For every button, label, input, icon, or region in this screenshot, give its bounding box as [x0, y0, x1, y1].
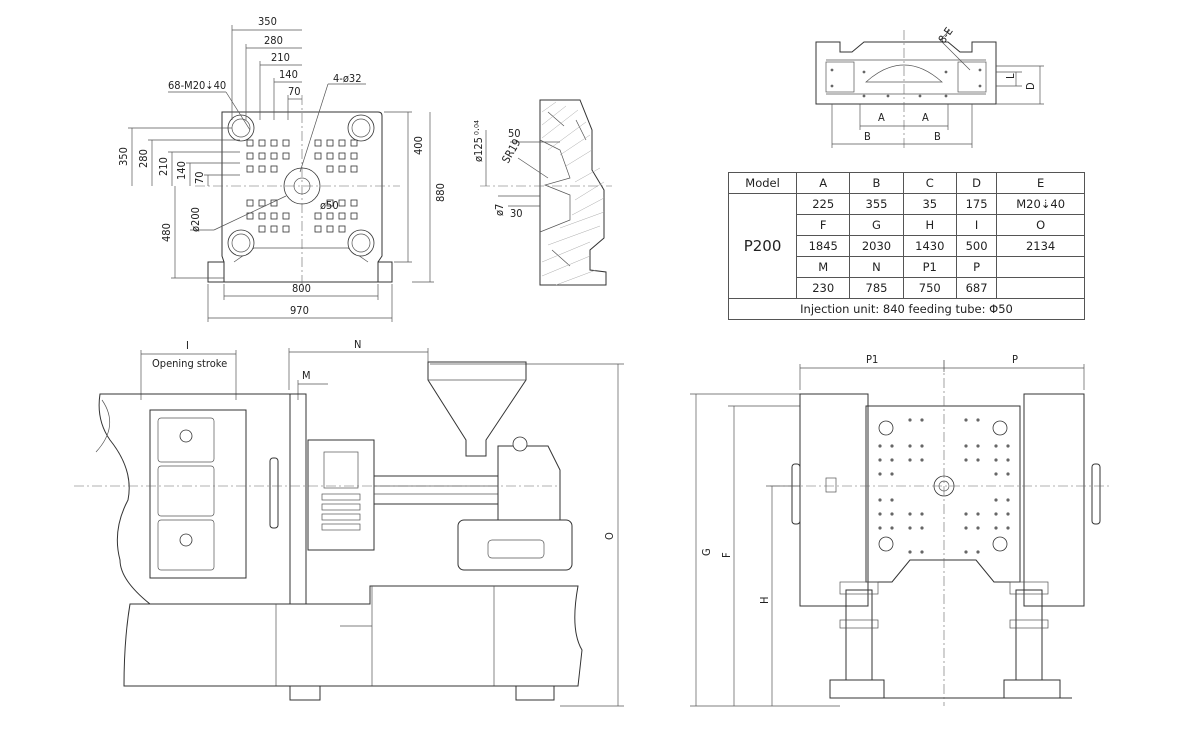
dim-i: I [186, 339, 189, 352]
dim-m: M [302, 369, 311, 382]
table-cell: 1430 [902, 235, 957, 257]
dim-210-left: 210 [157, 157, 170, 176]
dim-phi50: ø50 [320, 199, 339, 212]
dim-140-left: 140 [175, 161, 188, 180]
dim-350-top: 350 [258, 15, 277, 28]
table-cell: F [796, 214, 851, 236]
dim-280-left: 280 [137, 149, 150, 168]
opening-stroke-label: Opening stroke [152, 357, 227, 370]
table-cell: I [955, 214, 998, 236]
dim-f: F [720, 552, 733, 558]
tslot-top-view: 8-E L D A A B B [815, 25, 1044, 150]
tie-bar-holes-label: 4-ø32 [333, 72, 362, 85]
table-cell: M20⇣40 [996, 193, 1085, 215]
table-cell: 225 [796, 193, 851, 215]
table-cell: 500 [955, 235, 998, 257]
dim-800: 800 [292, 282, 311, 295]
dim-400: 400 [412, 136, 425, 155]
dim-d: D [1024, 82, 1037, 90]
header-d: D [955, 172, 998, 194]
dim-sr19: SR19 [499, 137, 523, 166]
dim-70-left: 70 [193, 171, 206, 184]
header-b: B [849, 172, 904, 194]
table-cell: 2030 [849, 235, 904, 257]
nozzle-section-view: ø125 ⁰·⁰⁴ 50 SR19 ø7 30 [472, 99, 612, 286]
dim-30-section: 30 [510, 207, 523, 220]
dim-dia125: ø125 ⁰·⁰⁴ [472, 120, 485, 162]
table-cell: P1 [902, 256, 957, 278]
table-cell: G [849, 214, 904, 236]
dim-g: G [700, 548, 713, 556]
table-cell: 1845 [796, 235, 851, 257]
table-footer: Injection unit: 840 feeding tube: Φ50 [728, 298, 1085, 320]
table-cell: 750 [902, 277, 957, 299]
dim-480: 480 [160, 223, 173, 242]
dim-p: P [1012, 353, 1018, 366]
dim-350-left: 350 [117, 147, 130, 166]
table-cell: 35 [902, 193, 957, 215]
mould-plate-view: 350 280 210 140 70 68-M20⇣40 4-ø32 350 2… [117, 15, 447, 322]
dim-dia7: ø7 [493, 204, 506, 216]
header-c: C [902, 172, 957, 194]
bolt-spec-label: 68-M20⇣40 [168, 79, 226, 92]
specification-table: Model A B C D E P200 225 355 35 175 M20⇣… [727, 172, 1085, 320]
dim-l: L [1004, 73, 1017, 79]
dim-p1: P1 [866, 353, 878, 366]
machine-side-view: I Opening stroke N M O [74, 338, 624, 707]
dim-dia200: ø200 [189, 207, 202, 232]
model-cell: P200 [727, 193, 798, 299]
table-cell: 2134 [996, 235, 1085, 257]
table-cell: M [796, 256, 851, 278]
header-e: E [996, 172, 1085, 194]
dim-o: O [603, 532, 616, 540]
header-model: Model [727, 172, 798, 194]
machine-end-view: P1 P G F H [690, 353, 1110, 707]
dim-280-top: 280 [264, 34, 283, 47]
dim-880: 880 [434, 183, 447, 202]
dim-70-top: 70 [288, 85, 301, 98]
table-cell: P [955, 256, 998, 278]
dim-140-top: 140 [279, 68, 298, 81]
dim-50-section: 50 [508, 127, 521, 140]
table-cell: 230 [796, 277, 851, 299]
dim-a-right: A [922, 111, 929, 124]
header-a: A [796, 172, 851, 194]
dim-210-top: 210 [271, 51, 290, 64]
dim-h: H [758, 597, 771, 604]
table-cell [996, 277, 1085, 299]
table-cell: 785 [849, 277, 904, 299]
dim-n: N [354, 338, 361, 351]
table-cell: 687 [955, 277, 998, 299]
table-cell: 175 [955, 193, 998, 215]
table-cell [996, 256, 1085, 278]
table-cell: O [996, 214, 1085, 236]
dim-8e: 8-E [936, 25, 956, 46]
dim-970: 970 [290, 304, 309, 317]
table-cell: H [902, 214, 957, 236]
table-cell: 355 [849, 193, 904, 215]
dim-a-left: A [878, 111, 885, 124]
dim-b-left: B [864, 130, 871, 143]
table-cell: N [849, 256, 904, 278]
dim-b-right: B [934, 130, 941, 143]
